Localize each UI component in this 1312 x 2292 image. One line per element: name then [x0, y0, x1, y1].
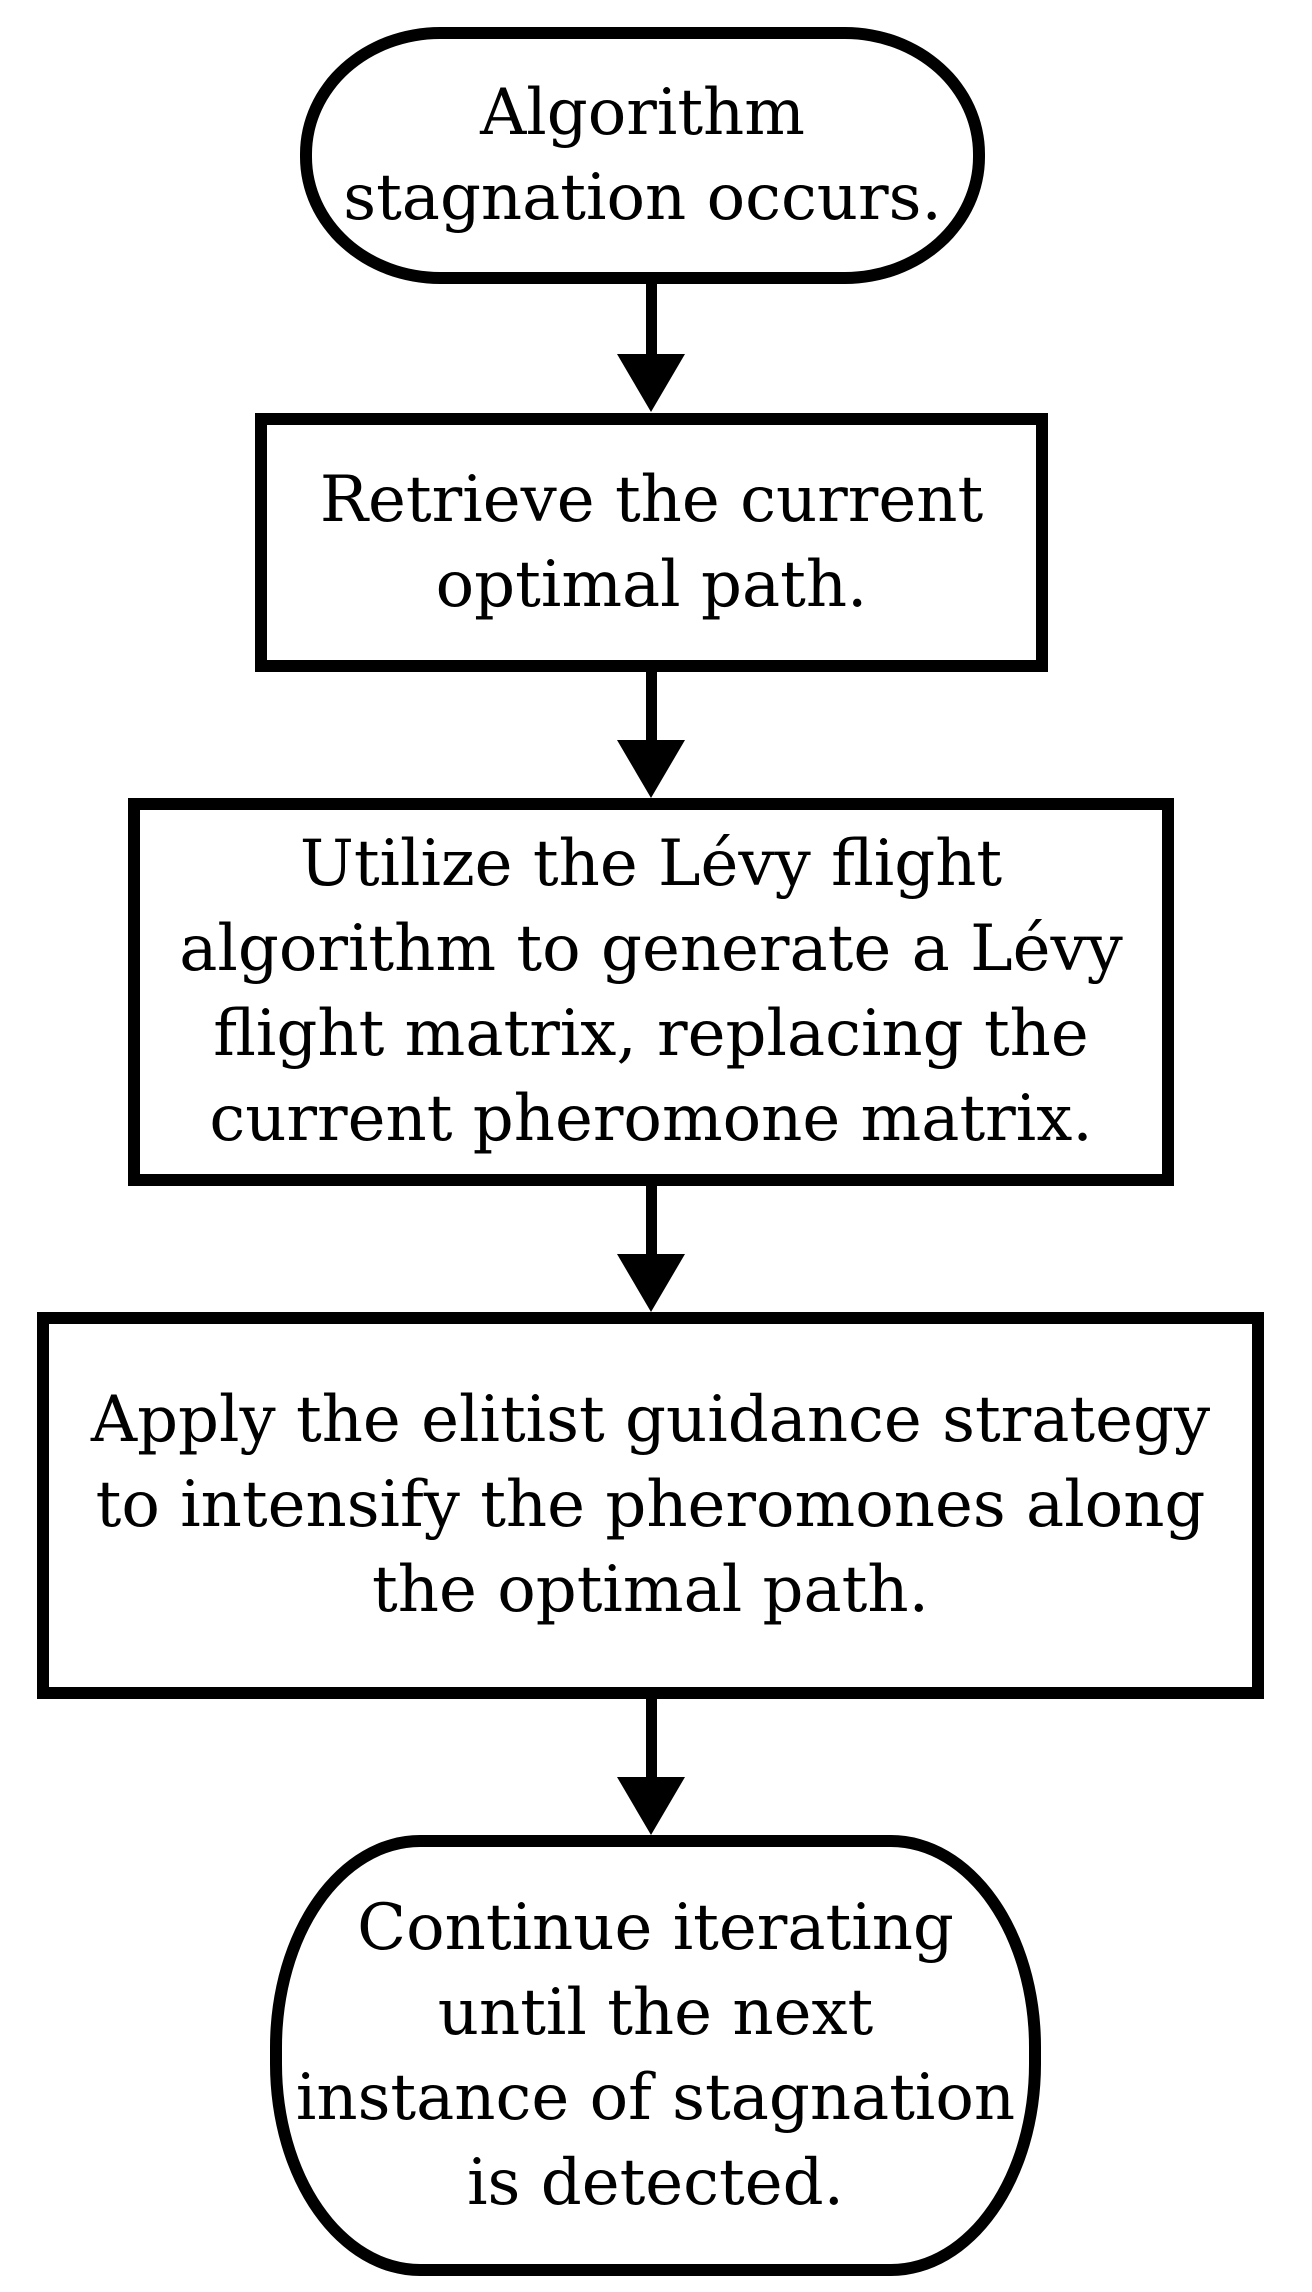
- flow-arrow-line: [646, 1695, 657, 1783]
- node-retrieve-optimal-path: Retrieve the current optimal path.: [255, 413, 1048, 672]
- arrow-down-icon: [617, 740, 685, 798]
- arrow-down-icon: [617, 354, 685, 412]
- flow-arrow-line: [646, 668, 657, 747]
- node-text-line: Apply the elitist guidance strategy: [90, 1383, 1211, 1457]
- node-elitist-guidance: Apply the elitist guidance strategy to i…: [37, 1312, 1264, 1699]
- node-text-line: flight matrix, replacing the: [213, 997, 1089, 1071]
- node-text-line: algorithm to generate a Lévy: [179, 912, 1123, 986]
- arrow-down-icon: [617, 1777, 685, 1835]
- node-algorithm-stagnation: Algorithm stagnation occurs.: [300, 27, 985, 284]
- node-text-line: Continue iterating: [357, 1890, 954, 1965]
- node-text-line: current pheromone matrix.: [209, 1082, 1093, 1156]
- arrow-down-icon: [617, 1254, 685, 1312]
- node-text-line: until the next: [437, 1975, 874, 2050]
- node-text-line: optimal path.: [435, 547, 868, 622]
- node-text-line: Algorithm: [480, 75, 805, 150]
- node-text-line: stagnation occurs.: [343, 160, 942, 235]
- node-levy-flight-matrix: Utilize the Lévy flight algorithm to gen…: [128, 798, 1174, 1186]
- node-text-line: the optimal path.: [372, 1553, 929, 1627]
- node-continue-iterating: Continue iterating until the next instan…: [270, 1835, 1041, 2276]
- flow-arrow-line: [646, 279, 657, 361]
- node-text-line: is detected.: [467, 2145, 844, 2220]
- flow-arrow-line: [646, 1182, 657, 1261]
- node-text-line: Retrieve the current: [319, 462, 984, 537]
- node-text-line: to intensify the pheromones along: [95, 1468, 1206, 1542]
- node-text-line: instance of stagnation: [295, 2060, 1016, 2135]
- node-text-line: Utilize the Lévy flight: [299, 827, 1003, 901]
